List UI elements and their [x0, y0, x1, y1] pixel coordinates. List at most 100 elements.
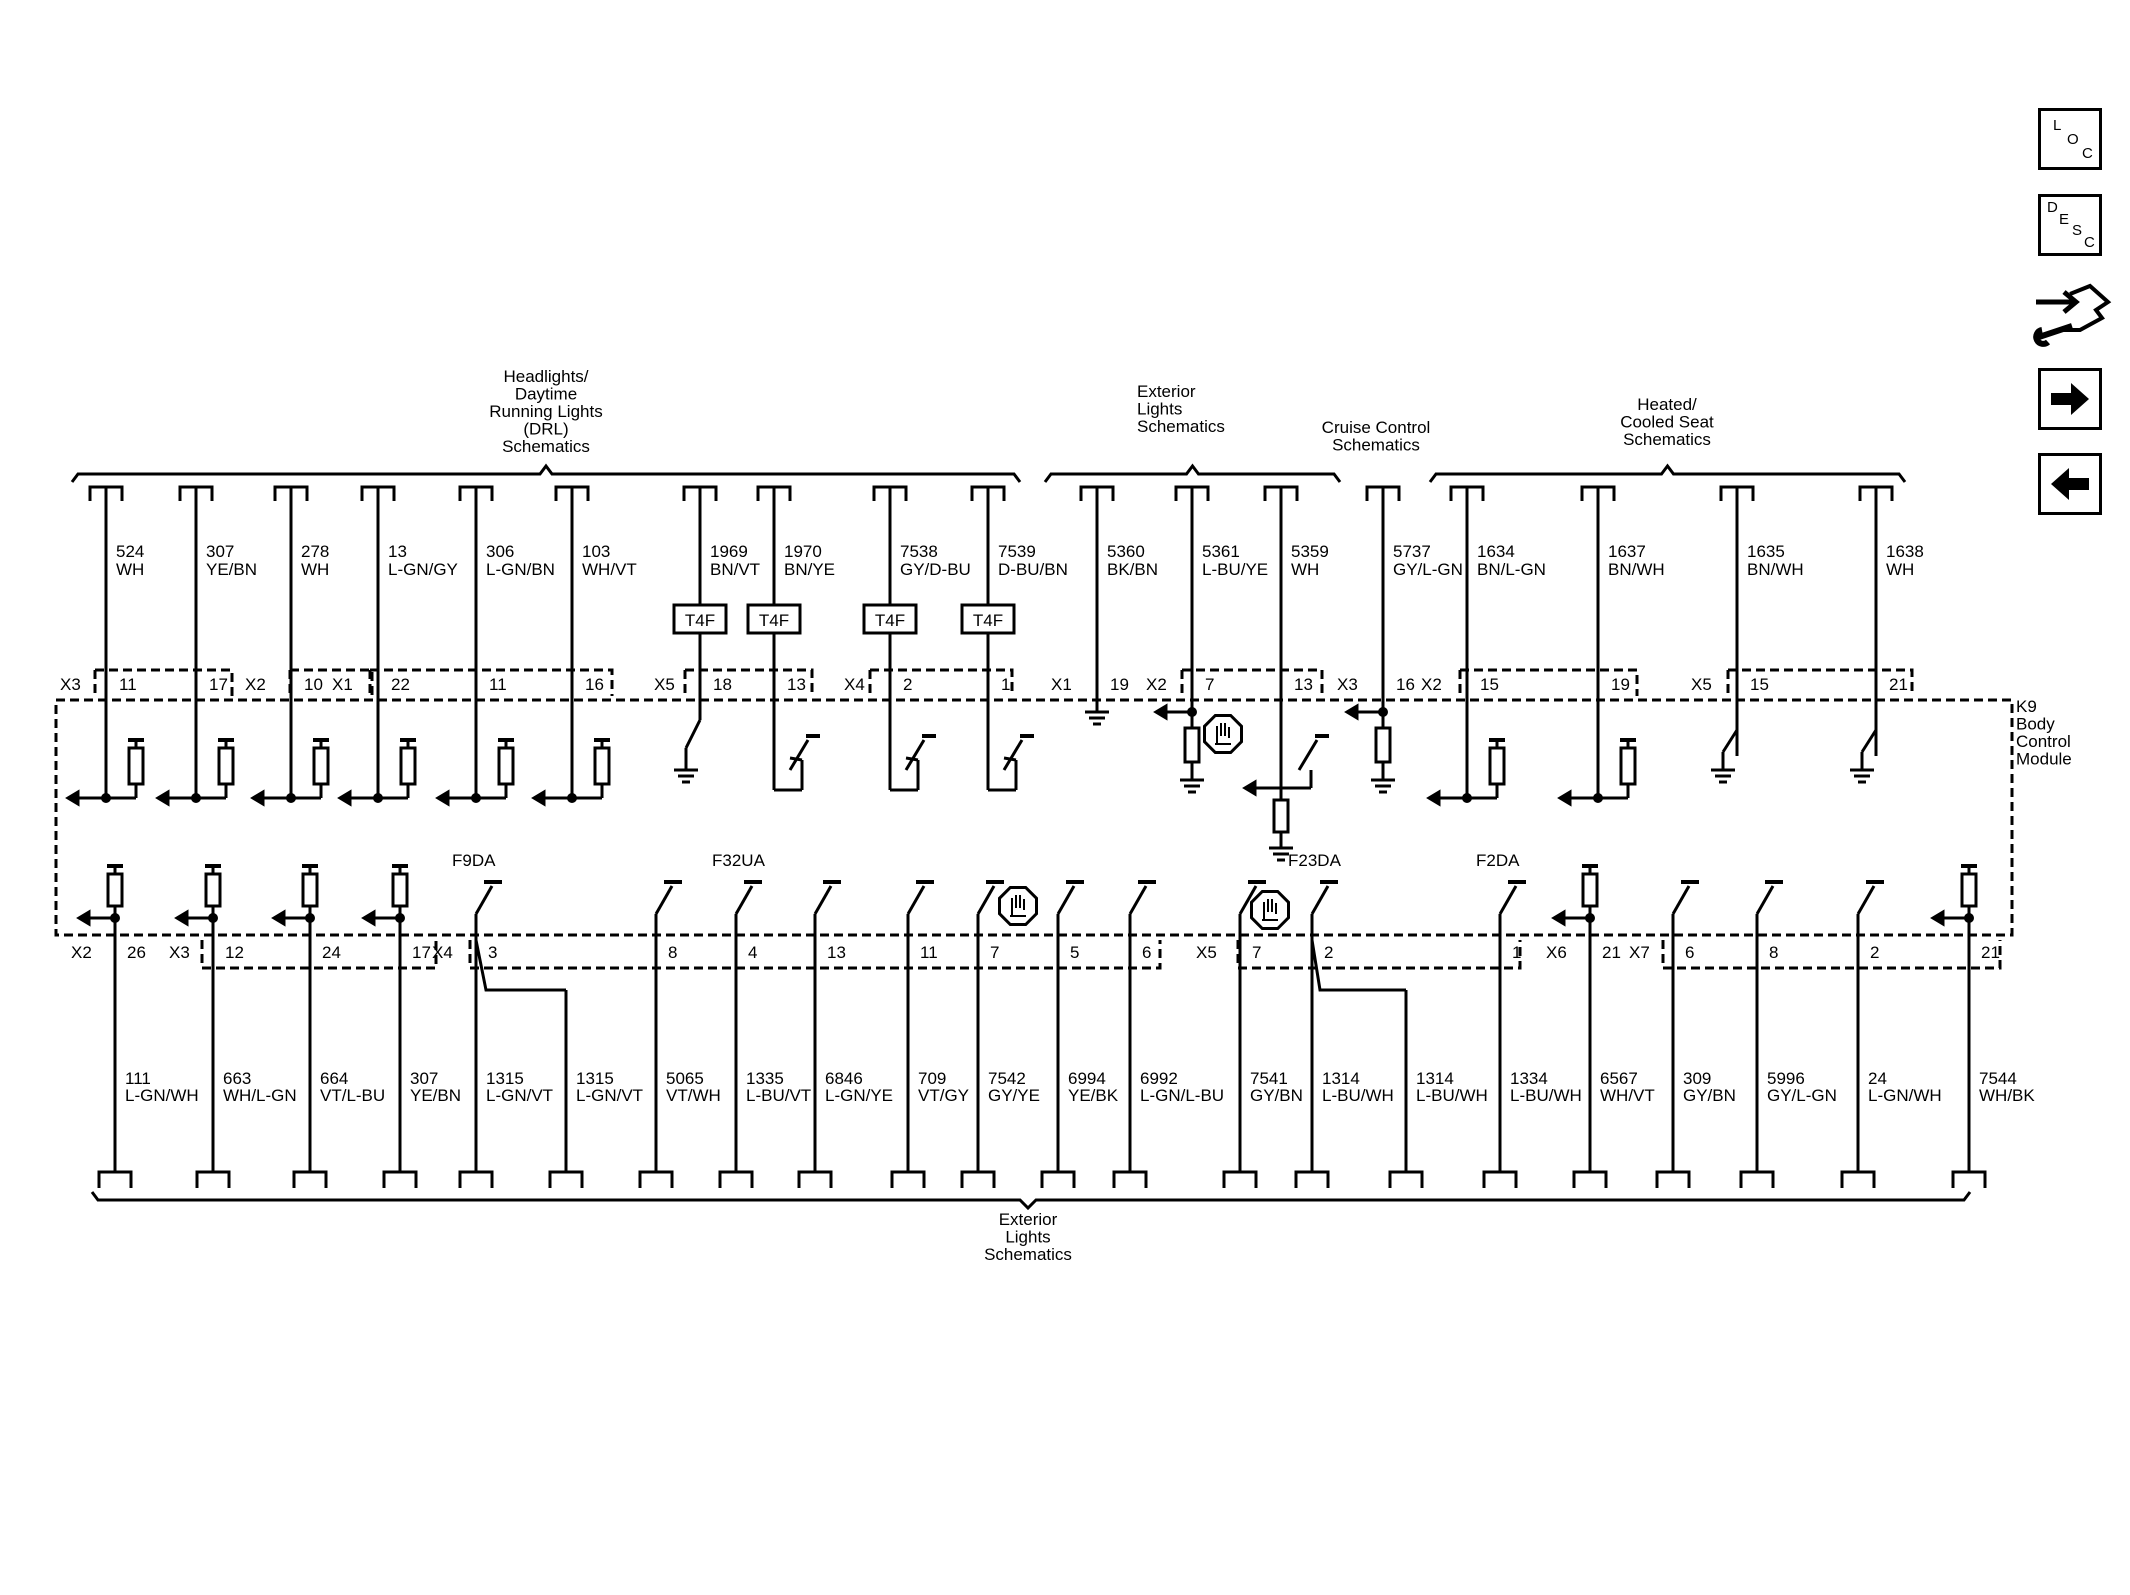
circuit-number: 5737	[1393, 542, 1431, 561]
hand-caution-icon	[1250, 890, 1290, 930]
circuit-number: 1969	[710, 542, 748, 561]
description-button[interactable]: D E S C	[2038, 194, 2102, 256]
circuit-color: GY/YE	[988, 1086, 1040, 1105]
resistor	[312, 746, 330, 786]
resistor	[106, 872, 124, 908]
pin-number: 3	[488, 943, 497, 962]
group-label-heated-seat: Cooled Seat	[1620, 413, 1714, 432]
group-label-heated-seat: Schematics	[1623, 430, 1711, 449]
connector-id: X7	[1629, 943, 1650, 962]
circuit-color: BN/YE	[784, 560, 835, 579]
circuit-color: L-GN/GY	[388, 560, 458, 579]
pin-number: 10	[304, 675, 323, 694]
circuit-color: L-BU/VT	[746, 1086, 811, 1105]
desc-letter-s: S	[2072, 222, 2083, 239]
pin-number: 7	[1205, 675, 1214, 694]
connector-terminal	[638, 1170, 674, 1188]
connector-id: X2	[71, 943, 92, 962]
desc-letter-c: C	[2084, 234, 2095, 251]
pin-number: 13	[827, 943, 846, 962]
circuit-number: 1634	[1477, 542, 1515, 561]
pin-number: 15	[1480, 675, 1499, 694]
resistor	[1619, 746, 1637, 786]
pin-number: 26	[127, 943, 146, 962]
module-outline	[54, 698, 2014, 937]
circuit-number: 1638	[1886, 542, 1924, 561]
circuit-number: 7542	[988, 1069, 1026, 1088]
circuit-number: 5359	[1291, 542, 1329, 561]
fuse-label: F2DA	[1476, 851, 1520, 870]
connector-terminal	[1112, 1170, 1148, 1188]
circuit-number: 7539	[998, 542, 1036, 561]
connector-id: X5	[1691, 675, 1712, 694]
group-label-cruise-control: Cruise Control	[1322, 418, 1431, 437]
pin-number: 11	[920, 943, 938, 962]
circuit-color: WH/VT	[1600, 1086, 1655, 1105]
wire	[1056, 885, 1076, 915]
circuit-color: BN/WH	[1608, 560, 1665, 579]
connector-end-view-icon[interactable]	[2030, 280, 2112, 350]
circuit-color: L-GN/VT	[576, 1086, 643, 1105]
splice-wire	[1310, 939, 1406, 992]
circuit-color: WH/VT	[582, 560, 637, 579]
circuit-color: YE/BN	[206, 560, 257, 579]
connector-terminal	[382, 1170, 418, 1188]
connector-terminal	[1388, 1170, 1424, 1188]
arrow-icon	[337, 789, 352, 807]
pin-number: 13	[1294, 675, 1313, 694]
circuit-number: 5996	[1767, 1069, 1805, 1088]
resistor	[1581, 872, 1599, 908]
previous-page-button[interactable]	[2038, 453, 2102, 515]
circuit-color: YE/BK	[1068, 1086, 1119, 1105]
wire	[1310, 885, 1330, 915]
circuit-number: 1315	[486, 1069, 524, 1088]
circuit-color: L-GN/BN	[486, 560, 555, 579]
circuit-number: 1335	[746, 1069, 784, 1088]
loc-letter-c: C	[2082, 145, 2093, 162]
pin-number: 7	[1252, 943, 1261, 962]
connector-id: X4	[432, 943, 453, 962]
circuit-color: WH/BK	[1979, 1086, 2035, 1105]
connector-box	[368, 668, 614, 696]
circuit-color: WH	[1886, 560, 1914, 579]
connector-id: X1	[1051, 675, 1072, 694]
circuit-number: 7541	[1250, 1069, 1288, 1088]
circuit-color: YE/BN	[410, 1086, 461, 1105]
pin-number: 21	[1889, 675, 1908, 694]
connector-id: X4	[844, 675, 865, 694]
circuit-color: L-BU/YE	[1202, 560, 1268, 579]
circuit-number: 5065	[666, 1069, 704, 1088]
arrow-icon	[1551, 909, 1566, 927]
arrow-icon	[531, 789, 546, 807]
group-label-exterior-lights: Schematics	[1137, 417, 1225, 436]
connector-terminal	[1739, 1170, 1775, 1188]
group-label-headlights: Headlights/	[503, 367, 588, 386]
arrow-icon	[174, 909, 189, 927]
pin-number: 15	[1750, 675, 1769, 694]
wire	[813, 885, 833, 915]
connector-terminal	[1655, 1170, 1691, 1188]
pin-number: 1	[1001, 675, 1010, 694]
pin-number: 2	[1870, 943, 1879, 962]
location-button[interactable]: L O C	[2038, 108, 2102, 170]
circuit-color: L-BU/WH	[1322, 1086, 1394, 1105]
connector-box	[683, 668, 814, 696]
circuit-number: 6992	[1140, 1069, 1178, 1088]
circuit-color: VT/GY	[918, 1086, 969, 1105]
loc-letter-o: O	[2067, 131, 2079, 148]
circuit-number: 6567	[1600, 1069, 1638, 1088]
t4f-component	[960, 603, 1016, 635]
circuit-color: BN/VT	[710, 560, 760, 579]
connector-terminal	[1222, 1170, 1258, 1188]
connector-id: X1	[332, 675, 353, 694]
circuit-number: 663	[223, 1069, 251, 1088]
circuit-number: 13	[388, 542, 407, 561]
pin-number: 24	[322, 943, 341, 962]
pin-number: 12	[225, 943, 244, 962]
next-page-button[interactable]	[2038, 368, 2102, 430]
connector-terminal	[458, 1170, 494, 1188]
circuit-color: BK/BN	[1107, 560, 1158, 579]
resistor	[1960, 872, 1978, 908]
circuit-color: L-GN/L-BU	[1140, 1086, 1224, 1105]
circuit-color: BN/L-GN	[1477, 560, 1546, 579]
